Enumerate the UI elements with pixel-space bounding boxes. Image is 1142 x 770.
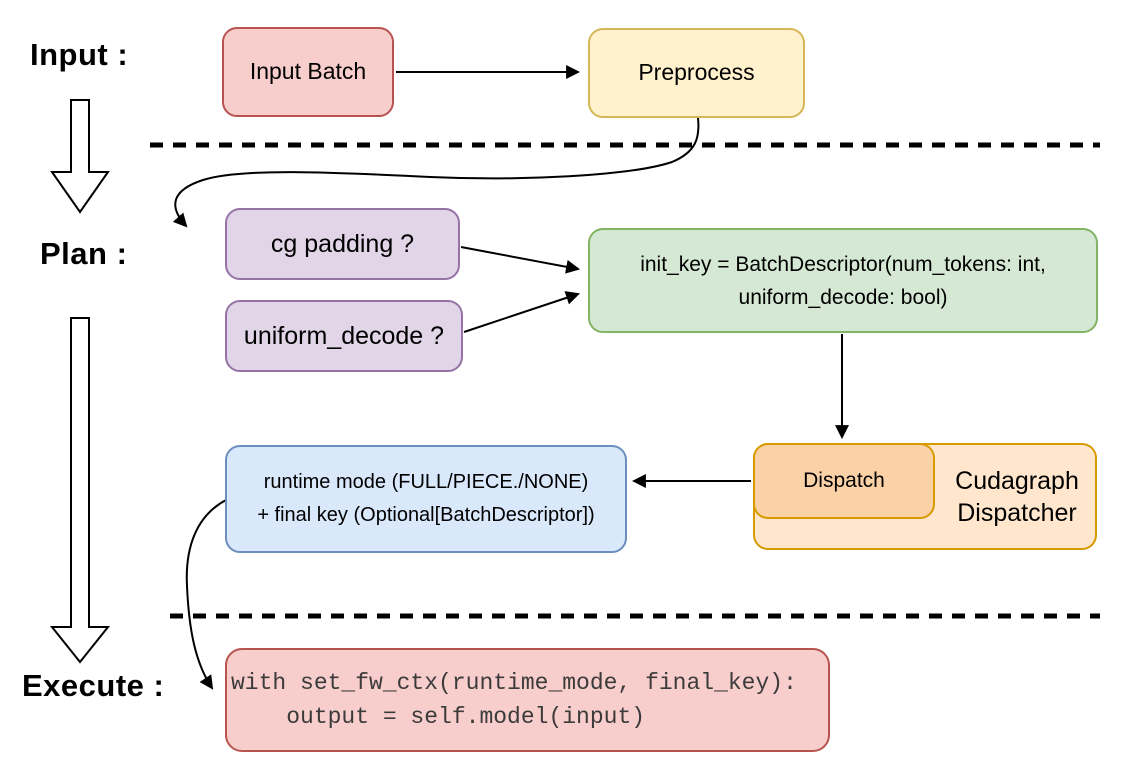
node-preprocess-label: Preprocess: [638, 59, 755, 86]
arrow-cg-padding-to-init-key: [460, 246, 581, 274]
stage-label-plan: Plan :: [40, 236, 128, 271]
node-runtime-mode: runtime mode (FULL/PIECE./NONE) + final …: [225, 445, 627, 553]
arrow-preprocess-to-cg-padding: [172, 117, 700, 228]
block-arrow-plan-to-execute: [49, 317, 111, 664]
arrow-runtime-mode-to-execute-code: [185, 499, 227, 690]
block-arrow-input-to-plan: [50, 99, 110, 214]
arrow-uniform-decode-to-init-key: [463, 291, 580, 333]
node-dispatch-label: Dispatch: [803, 469, 885, 493]
node-init-key-line1: init_key = BatchDescriptor(num_tokens: i…: [640, 252, 1046, 276]
node-cg-padding-label: cg padding ?: [270, 229, 415, 258]
node-input-batch: Input Batch: [222, 27, 394, 117]
node-uniform-decode: uniform_decode ?: [225, 300, 463, 372]
node-dispatch: Dispatch: [753, 443, 935, 519]
node-cudagraph-dispatcher-label: Cudagraph Dispatcher: [935, 445, 1099, 548]
node-cg-padding: cg padding ?: [225, 208, 460, 280]
node-runtime-mode-line1: runtime mode (FULL/PIECE./NONE): [263, 471, 589, 493]
node-uniform-decode-label: uniform_decode ?: [243, 321, 445, 350]
cudagraph-label-line1: Cudagraph: [955, 466, 1079, 495]
node-preprocess: Preprocess: [588, 28, 805, 118]
node-runtime-mode-line2: + final key (Optional[BatchDescriptor]): [257, 504, 595, 526]
execute-code-line2: output = self.model(input): [231, 704, 646, 730]
node-execute-code: with set_fw_ctx(runtime_mode, final_key)…: [225, 648, 830, 752]
stage-label-execute: Execute :: [22, 668, 165, 703]
node-init-key-line2: uniform_decode: bool): [738, 285, 948, 309]
stage-label-input: Input :: [30, 37, 129, 72]
cudagraph-label-line2: Dispatcher: [957, 498, 1077, 527]
execute-code-line1: with set_fw_ctx(runtime_mode, final_key)…: [231, 670, 797, 696]
node-input-batch-label: Input Batch: [249, 58, 367, 85]
node-init-key: init_key = BatchDescriptor(num_tokens: i…: [588, 228, 1098, 333]
node-cudagraph-dispatcher: Dispatch Cudagraph Dispatcher: [753, 443, 1097, 550]
